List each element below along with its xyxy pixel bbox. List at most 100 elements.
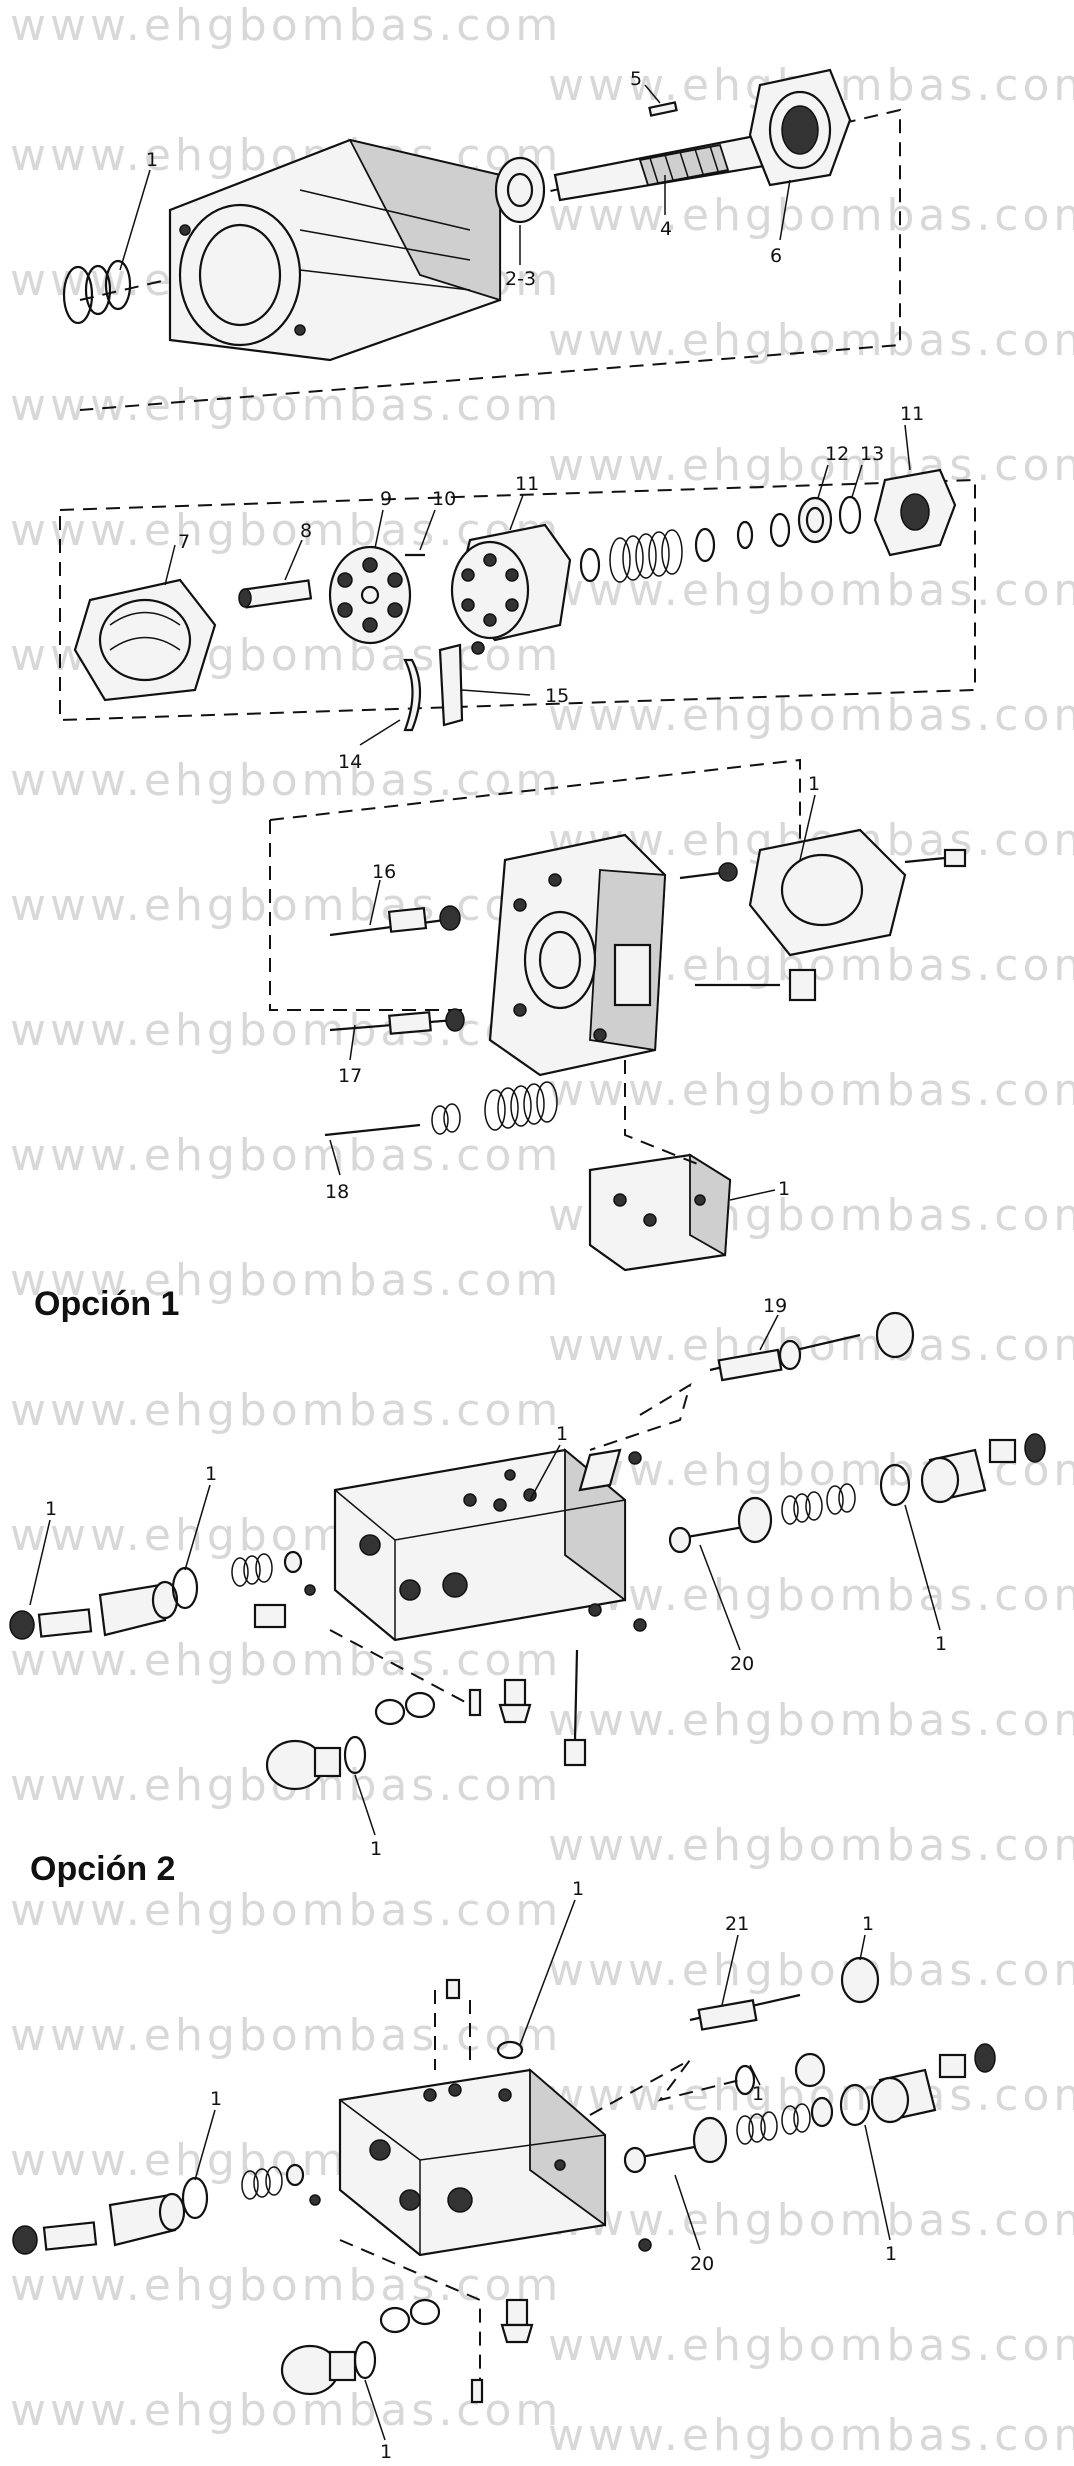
callout-18: 18 <box>325 1181 349 1203</box>
callout-7: 7 <box>178 531 190 553</box>
control-block-part <box>338 2068 607 2257</box>
set-screw-part <box>468 1688 482 1717</box>
fitting-part <box>794 2052 826 2088</box>
dashed-connector <box>329 1629 481 1711</box>
spool-part <box>623 2116 728 2174</box>
washer-part <box>694 527 716 563</box>
washer-part <box>769 512 791 548</box>
set-screw-part <box>633 1618 647 1632</box>
watermark-text: www.ehgbombas.com <box>548 1695 1074 1746</box>
o-ring-part <box>343 1735 367 1775</box>
watermark-text: www.ehgbombas.com <box>10 1635 563 1686</box>
bolt-part <box>904 848 967 868</box>
group-end-cover <box>269 758 967 1272</box>
callout-11: 11 <box>515 473 539 495</box>
o-ring-part <box>734 2064 756 2096</box>
callout-1-c: 1 <box>778 1178 790 1200</box>
callout-16: 16 <box>372 861 396 883</box>
cap-part <box>283 1550 303 1574</box>
spring-part <box>609 529 683 583</box>
callout-1-l: 1 <box>752 2083 764 2105</box>
watermark-text: www.ehgbombas.com <box>10 1130 563 1181</box>
watermark-text: www.ehgbombas.com <box>548 2410 1074 2461</box>
watermark-text: www.ehgbombas.com <box>10 2385 563 2436</box>
watermark-text: www.ehgbombas.com <box>10 0 563 51</box>
retainer-plate-part <box>328 545 412 645</box>
callout-1-h: 1 <box>370 1838 382 1860</box>
set-screw-part <box>638 2238 652 2252</box>
group-housing-shaft <box>62 68 901 411</box>
spool-part <box>668 1496 773 1554</box>
dashed-connector <box>589 2059 741 2116</box>
drive-shaft-part <box>553 133 772 202</box>
pin-part <box>309 2194 321 2206</box>
callout-9: 9 <box>380 488 392 510</box>
watermark-text: www.ehgbombas.com <box>10 755 563 806</box>
tube-part <box>578 1448 622 1492</box>
compensator-block-part <box>588 1153 732 1272</box>
shaft-seal-part <box>494 156 546 224</box>
watermark-text: www.ehgbombas.com <box>10 1385 563 1436</box>
set-screw-part <box>588 1603 602 1617</box>
pin-part <box>238 579 313 609</box>
callout-1-f: 1 <box>556 1423 568 1445</box>
watermark-text: www.ehgbombas.com <box>10 1005 563 1056</box>
control-block-part <box>333 1448 627 1642</box>
washer-part <box>404 1691 436 1719</box>
watermark-text: www.ehgbombas.com <box>548 1945 1074 1996</box>
valve-seat-part <box>108 2192 186 2247</box>
valve-cap-part <box>920 1448 987 1504</box>
watermark-text: www.ehgbombas.com <box>548 1570 1074 1621</box>
guide-bracket-part <box>438 641 485 727</box>
o-ring-part <box>496 2040 524 2060</box>
o-ring-part <box>181 2176 209 2220</box>
callout-1-d: 1 <box>45 1498 57 1520</box>
option-1-title: Opción 1 <box>34 1285 180 1323</box>
set-screw-part <box>628 1451 642 1465</box>
bushing-part <box>797 496 833 544</box>
retaining-ring-part <box>104 259 132 311</box>
watermark-text: www.ehgbombas.com <box>548 315 1074 366</box>
watermark-text: www.ehgbombas.com <box>10 380 563 431</box>
watermark-text: www.ehgbombas.com <box>548 2320 1074 2371</box>
snap-ring-part <box>736 520 754 550</box>
set-screw-part <box>470 2378 484 2404</box>
watermark-text: www.ehgbombas.com <box>548 190 1074 241</box>
callout-21: 21 <box>725 1913 749 1935</box>
callout-13: 13 <box>860 443 884 465</box>
watermark-text: www.ehgbombas.com <box>548 440 1074 491</box>
adjust-screw-part <box>938 2043 996 2079</box>
plug-part <box>695 968 817 1002</box>
watermark-text: www.ehgbombas.com <box>10 2010 563 2061</box>
o-ring-part <box>838 495 862 535</box>
key-part <box>648 101 678 117</box>
watermark-text: www.ehgbombas.com <box>548 565 1074 616</box>
callout-11-b: 11 <box>900 403 924 425</box>
pin-part <box>304 1584 316 1596</box>
spring-part <box>241 2166 283 2200</box>
option-2-title: Opción 2 <box>30 1850 176 1888</box>
callout-8: 8 <box>300 520 312 542</box>
callout-1-g: 1 <box>935 1633 947 1655</box>
plug-part <box>265 1739 342 1791</box>
o-ring-part <box>839 2083 871 2127</box>
callout-1-b: 1 <box>808 773 820 795</box>
washer-part <box>379 2306 411 2334</box>
callout-6: 6 <box>770 245 782 267</box>
valve-cap-part <box>870 2068 937 2124</box>
watermark-text: www.ehgbombas.com <box>548 690 1074 741</box>
o-ring-part <box>353 2340 377 2380</box>
dashed-connector <box>589 1382 692 1451</box>
watermark-text: www.ehgbombas.com <box>10 1885 563 1936</box>
callout-1-i: 1 <box>210 2088 222 2110</box>
bearing-part <box>748 68 852 187</box>
dashed-frame <box>59 478 976 722</box>
fitting-part <box>500 2298 534 2344</box>
callout-1-m: 1 <box>885 2243 897 2265</box>
guide-part <box>403 658 422 732</box>
callout-12: 12 <box>825 443 849 465</box>
snap-ring-part <box>62 265 94 325</box>
callout-2-3: 2-3 <box>505 268 536 290</box>
spool-part <box>689 1956 880 2031</box>
